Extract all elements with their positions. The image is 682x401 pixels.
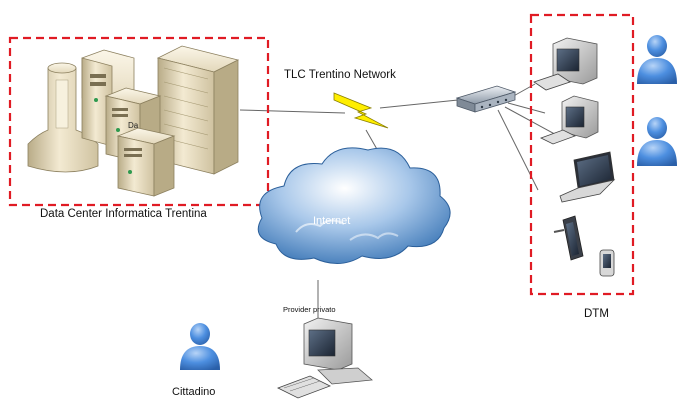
citizen-person-icon [180,323,220,370]
datacenter-box [8,36,270,207]
dtm-laptop-icon [559,151,616,203]
network-label: TLC Trentino Network [284,69,396,81]
internet-cloud-icon [257,147,451,264]
citizen-computer-icon [277,317,373,399]
dtm-desktop-icon [533,37,598,91]
network-hub-icon [455,85,517,113]
datacenter-label: Data Center Informatica Trentina [40,208,207,220]
lightning-bolt-icon [333,92,389,129]
provider-label: Provider privato [283,305,336,314]
dtm-monitor-icon [539,95,599,145]
dtm-tablet-icon [553,215,584,261]
dtm-label: DTM [584,308,609,320]
citizen-label: Cittadino [172,386,215,398]
internet-label: Internet [313,215,350,227]
dtm-box [529,13,635,296]
dtm-user-icon [637,117,677,166]
dtm-user-icon [637,35,677,84]
dtm-phone-icon [599,249,615,277]
server-tag-label: Da [128,121,139,130]
datacenter-servers-icon [27,45,240,197]
